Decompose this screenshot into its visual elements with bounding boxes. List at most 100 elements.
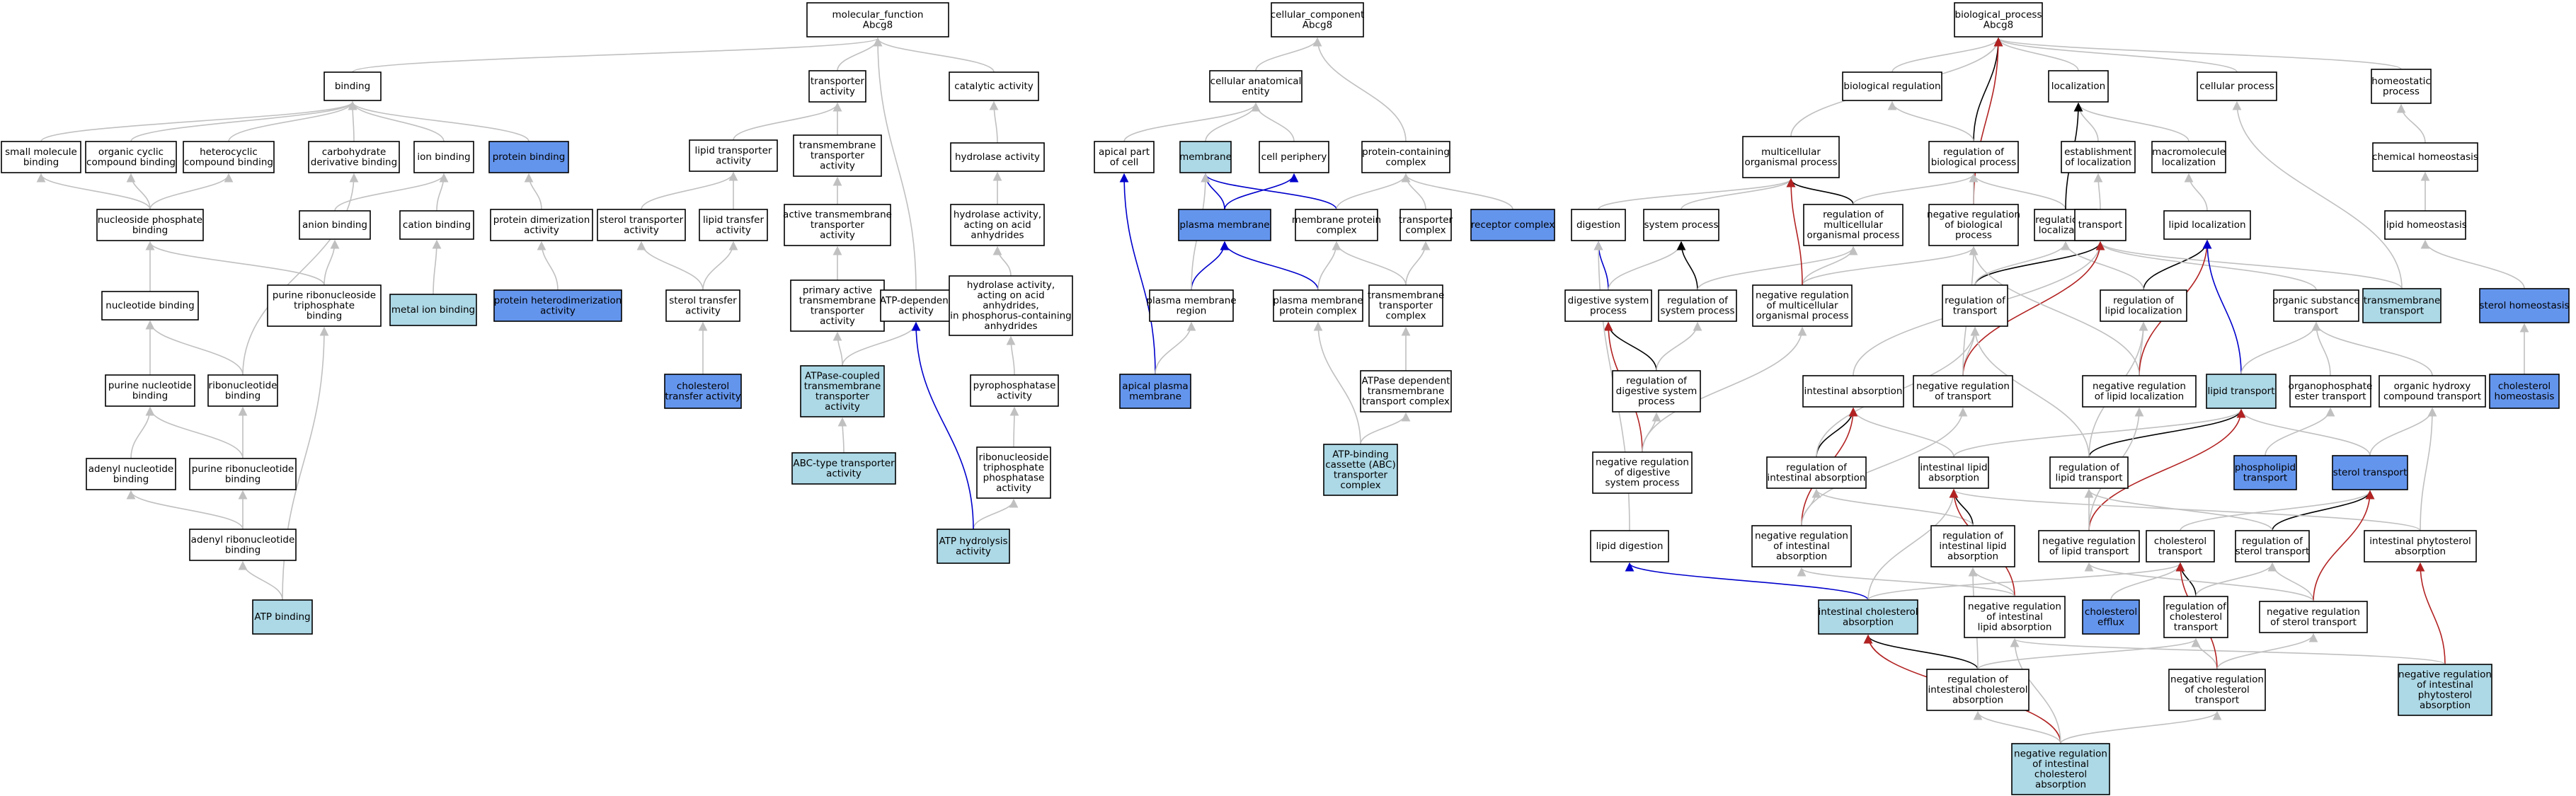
go-term-node-atpct[interactable]: ATPase-coupledtransmembranetransporterac… — [800, 365, 885, 417]
go-term-node-breg[interactable]: biological regulation — [1842, 71, 1942, 101]
go-term-node-protb[interactable]: protein binding — [488, 141, 569, 173]
go-term-node-iabs[interactable]: intestinal absorption — [1802, 375, 1904, 408]
go-term-node-sthom[interactable]: sterol homeostasis — [2479, 288, 2570, 323]
go-term-node-pm[interactable]: plasma membrane — [1178, 209, 1271, 241]
go-term-node-ltr[interactable]: lipid transport — [2206, 374, 2277, 409]
go-term-node-lloc[interactable]: lipid localization — [2163, 210, 2251, 240]
go-term-node-memb[interactable]: membrane — [1179, 141, 1232, 173]
go-term-node-patmta[interactable]: primary activetransmembranetransporterac… — [790, 279, 885, 332]
go-term-node-atpb[interactable]: ATP binding — [252, 599, 313, 635]
go-term-node-catb[interactable]: cation binding — [399, 210, 474, 240]
go-term-node-anb[interactable]: anion binding — [299, 210, 371, 240]
go-term-node-binding[interactable]: binding — [324, 71, 382, 101]
go-term-node-sttr[interactable]: sterol transport — [2332, 455, 2408, 490]
go-term-node-ca[interactable]: catalytic activity — [949, 71, 1039, 101]
go-term-node-dig[interactable]: digestion — [1571, 209, 1626, 241]
go-term-node-haaa[interactable]: hydrolase activity,acting on acidanhydri… — [950, 204, 1045, 246]
go-term-node-haphos[interactable]: hydrolase activity,acting on acidanhydri… — [949, 275, 1073, 336]
go-term-node-chom[interactable]: chemical homeostasis — [2372, 142, 2478, 172]
go-term-node-rc[interactable]: receptor complex — [1470, 209, 1555, 241]
go-term-node-rntp[interactable]: ribonucleosidetriphosphatephosphataseact… — [976, 446, 1051, 499]
go-term-node-ldig[interactable]: lipid digestion — [1590, 530, 1669, 563]
go-term-node-sysp[interactable]: system process — [1643, 209, 1719, 241]
go-term-node-lhom[interactable]: lipid homeostasis — [2383, 210, 2467, 240]
go-term-node-transp[interactable]: transport — [2074, 209, 2126, 241]
go-term-node-cper[interactable]: cell periphery — [1259, 141, 1329, 173]
go-term-node-cproc[interactable]: cellular process — [2197, 71, 2277, 101]
go-term-node-nucb[interactable]: nucleotide binding — [101, 291, 199, 321]
go-term-node-ha[interactable]: hydrolase activity — [950, 142, 1045, 172]
go-term-node-metb[interactable]: metal ion binding — [389, 294, 477, 326]
go-term-node-ionb[interactable]: ion binding — [413, 141, 474, 173]
go-term-node-loc[interactable]: localization — [2048, 70, 2109, 103]
